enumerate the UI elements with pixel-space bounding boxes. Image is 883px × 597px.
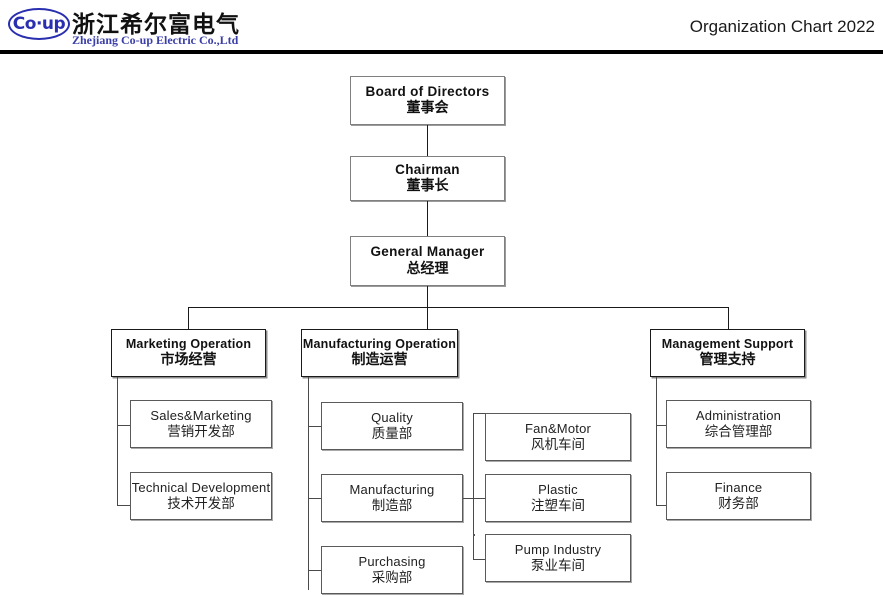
node-quality[interactable]: Quality 质量部 [321, 402, 463, 450]
node-finance[interactable]: Finance 财务部 [666, 472, 811, 520]
node-purchasing-cn: 采购部 [371, 569, 413, 586]
connector-marketing-techdev [117, 505, 131, 507]
node-plastic-cn: 注塑车间 [531, 497, 585, 514]
node-quality-cn: 质量部 [371, 425, 413, 442]
node-sales-marketing-en: Sales&Marketing [150, 407, 252, 423]
header-divider [0, 50, 883, 54]
node-manufacturing[interactable]: Manufacturing 制造部 [321, 474, 463, 522]
connector-workshop-pump [473, 559, 486, 561]
node-board-cn: 董事会 [406, 100, 449, 117]
connector-artifact-dot [473, 534, 475, 536]
logo-mark-text: Co·up [12, 13, 66, 34]
connector-mgmt-finance [656, 505, 667, 507]
connector-chairman-gm [427, 201, 429, 236]
company-name-en: Zhejiang Co-up Electric Co.,Ltd [72, 33, 239, 47]
connector-workshop-plastic [473, 498, 486, 500]
connector-mgmt-trunk [656, 377, 658, 505]
page-header: Co·up 浙江希尔富电气 Zhejiang Co-up Electric Co… [0, 0, 883, 50]
connector-mfgop-purchasing [308, 570, 322, 572]
node-administration[interactable]: Administration 综合管理部 [666, 400, 811, 448]
node-chairman-en: Chairman [395, 161, 460, 177]
node-chairman-cn: 董事长 [406, 178, 449, 195]
connector-divisions-bus [188, 307, 729, 309]
company-logo-icon: Co·up [8, 8, 70, 40]
connector-workshops-trunk [473, 413, 475, 560]
node-administration-cn: 综合管理部 [704, 423, 773, 440]
node-general-manager-en: General Manager [370, 244, 485, 260]
connector-gm-drop [427, 286, 429, 308]
node-chairman[interactable]: Chairman 董事长 [350, 156, 505, 201]
node-manufacturing-operation[interactable]: Manufacturing Operation 制造运营 [301, 329, 458, 377]
connector-manufacturing-to-workshops [463, 498, 474, 500]
node-fan-motor-en: Fan&Motor [524, 420, 592, 436]
connector-workshop-fanmotor [473, 413, 486, 415]
node-management-support-cn: 管理支持 [699, 352, 756, 369]
node-sales-marketing-cn: 营销开发部 [167, 423, 235, 440]
node-marketing-operation-cn: 市场经营 [160, 352, 217, 369]
page-title: Organization Chart 2022 [689, 17, 875, 36]
node-marketing-operation[interactable]: Marketing Operation 市场经营 [111, 329, 266, 377]
node-plastic-en: Plastic [538, 481, 578, 497]
node-management-support[interactable]: Management Support 管理支持 [650, 329, 805, 377]
node-fan-motor[interactable]: Fan&Motor 风机车间 [485, 413, 631, 461]
node-pump-industry-en: Pump Industry [514, 541, 602, 557]
node-purchasing-en: Purchasing [358, 553, 426, 569]
org-chart: Board of Directors 董事会 Chairman 董事长 Gene… [0, 54, 883, 597]
node-technical-development[interactable]: Technical Development 技术开发部 [130, 472, 272, 520]
connector-bus-marketing [188, 307, 190, 329]
node-pump-industry[interactable]: Pump Industry 泵业车间 [485, 534, 631, 582]
node-pump-industry-cn: 泵业车间 [531, 557, 585, 574]
node-finance-cn: 财务部 [718, 495, 759, 512]
node-administration-en: Administration [695, 407, 782, 423]
node-board-en: Board of Directors [365, 83, 490, 99]
node-technical-development-en: Technical Development [131, 479, 271, 495]
node-quality-en: Quality [371, 409, 413, 425]
company-name-cn: 浙江希尔富电气 [72, 12, 240, 38]
node-management-support-en: Management Support [661, 336, 794, 351]
connector-mfgop-trunk [308, 377, 310, 590]
connector-marketing-sales [117, 425, 131, 427]
node-marketing-operation-en: Marketing Operation [125, 336, 252, 351]
node-manufacturing-cn: 制造部 [371, 497, 413, 514]
node-fan-motor-cn: 风机车间 [531, 436, 585, 453]
node-sales-marketing[interactable]: Sales&Marketing 营销开发部 [130, 400, 272, 448]
connector-mfgop-quality [308, 426, 322, 428]
node-board[interactable]: Board of Directors 董事会 [350, 76, 505, 125]
node-general-manager-cn: 总经理 [406, 260, 449, 277]
node-manufacturing-operation-en: Manufacturing Operation [302, 336, 457, 351]
node-plastic[interactable]: Plastic 注塑车间 [485, 474, 631, 522]
connector-board-chairman [427, 125, 429, 156]
connector-mfgop-manufacturing [308, 498, 322, 500]
node-manufacturing-operation-cn: 制造运营 [351, 352, 408, 369]
node-finance-en: Finance [714, 479, 763, 495]
connector-mgmt-administration [656, 425, 667, 427]
node-purchasing[interactable]: Purchasing 采购部 [321, 546, 463, 594]
connector-bus-manufacturing-operation [427, 307, 429, 329]
connector-marketing-trunk [117, 377, 119, 505]
connector-bus-management-support [728, 307, 730, 329]
node-manufacturing-en: Manufacturing [349, 481, 435, 497]
node-technical-development-cn: 技术开发部 [167, 495, 235, 512]
node-general-manager[interactable]: General Manager 总经理 [350, 236, 505, 286]
